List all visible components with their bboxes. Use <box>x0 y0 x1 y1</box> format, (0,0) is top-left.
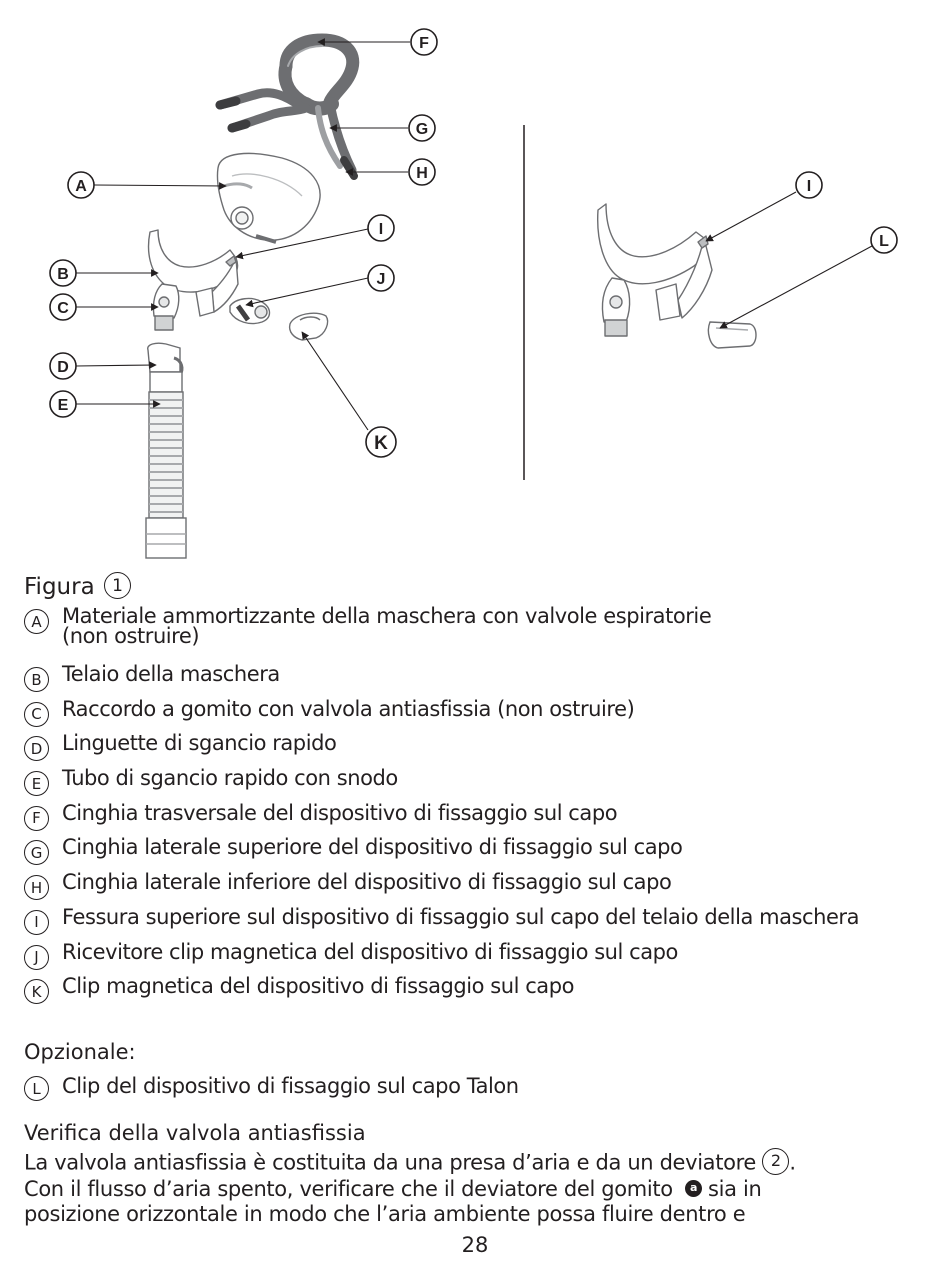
callout-circles <box>49 28 898 458</box>
legend-letter: E <box>24 771 49 797</box>
legend-text: Linguette di sgancio rapido <box>62 731 337 756</box>
callout-e-circle <box>49 390 77 418</box>
callout-f-circle <box>410 28 438 56</box>
legend-letter: K <box>24 979 49 1005</box>
callout-j-circle <box>367 264 395 292</box>
legend-letter: J <box>24 944 49 970</box>
legend-letter: F <box>24 805 49 831</box>
tube-illustration <box>145 342 187 559</box>
callout-g: G <box>416 121 428 138</box>
paragraph-line-1-end: . <box>789 1150 796 1175</box>
legend-text: Cinghia laterale inferiore del dispositi… <box>62 870 672 895</box>
legend-letter: C <box>24 701 49 727</box>
frame-right-illustration <box>597 203 713 337</box>
callout-g-circle <box>408 114 436 142</box>
callout-leaders <box>75 38 873 431</box>
legend-text: Materiale ammortizzante della maschera c… <box>62 604 712 628</box>
paragraph-line-2-end: sia in <box>708 1177 762 1201</box>
callout-b: B <box>57 266 69 283</box>
callout-i: I <box>379 221 383 238</box>
legend-letter: D <box>24 736 49 762</box>
talon-clip-illustration <box>707 321 757 349</box>
paragraph-line-2: Con il flusso d’aria spento, verificare … <box>24 1177 673 1201</box>
figure-number-badge: 1 <box>104 572 131 599</box>
legend-text: Raccordo a gomito con valvola antiasfiss… <box>62 696 635 721</box>
legend-letter: I <box>24 909 49 935</box>
legend-text: Telaio della maschera <box>62 662 280 686</box>
callout-h-circle <box>408 158 436 186</box>
callout-i-right-circle <box>795 171 823 199</box>
callout-l: L <box>879 233 889 250</box>
callout-j: J <box>377 271 386 288</box>
legend-text: Tubo di sgancio rapido con snodo <box>62 766 398 791</box>
legend-text: Clip del dispositivo di fissaggio sul ca… <box>62 1074 519 1098</box>
section-heading: Verifica della valvola antiasfissia <box>24 1121 366 1145</box>
callout-d-circle <box>49 352 77 380</box>
elbow-marker-badge: a <box>685 1179 703 1197</box>
legend-letter: B <box>24 667 49 692</box>
legend-text: Cinghia trasversale del dispositivo di f… <box>62 800 618 825</box>
legend-letter: H <box>24 875 49 901</box>
callout-i-right: I <box>807 178 811 195</box>
legend-text: Ricevitore clip magnetica del dispositiv… <box>62 939 678 964</box>
callout-i-circle <box>367 214 395 242</box>
figure-caption-label: Figura <box>24 574 95 600</box>
callout-k: K <box>374 433 388 454</box>
legend-letter: A <box>24 609 49 634</box>
legend-text-continued: (non ostruire) <box>62 624 200 648</box>
legend-letter: L <box>24 1076 49 1101</box>
magnet-clip-illustration <box>288 312 329 341</box>
figure-caption: Figura 1 <box>24 572 131 602</box>
callout-a: A <box>75 178 87 195</box>
callout-c: C <box>57 300 69 317</box>
section-paragraph: La valvola antiasfissia è costituita da … <box>24 1148 929 1226</box>
callout-b-circle <box>49 259 77 287</box>
paragraph-line-3: posizione orizzontale in modo che l’aria… <box>24 1201 746 1226</box>
legend-letter: G <box>24 840 49 866</box>
frame-illustration <box>147 229 239 331</box>
callout-k-circle <box>365 426 397 458</box>
callout-d: D <box>57 359 69 376</box>
figure-ref-badge: 2 <box>762 1148 790 1175</box>
callout-c-circle <box>49 293 77 321</box>
optional-heading: Opzionale: <box>24 1040 136 1064</box>
paragraph-line-1: La valvola antiasfissia è costituita da … <box>24 1150 756 1175</box>
callout-l-circle <box>870 226 898 254</box>
legend-text: Clip magnetica del dispositivo di fissag… <box>62 974 575 999</box>
callout-h: H <box>416 165 428 182</box>
figure-illustration: F G H A I B J C D E K I L <box>49 28 898 559</box>
headgear-illustration <box>215 33 360 180</box>
callout-e: E <box>58 397 69 414</box>
cushion-illustration <box>216 152 321 244</box>
legend-text: Cinghia laterale superiore del dispositi… <box>62 835 683 860</box>
callout-f: F <box>419 35 429 52</box>
legend-text: Fessura superiore sul dispositivo di fis… <box>62 904 860 929</box>
magnet-receiver-illustration <box>229 297 271 325</box>
callout-a-circle <box>67 171 95 199</box>
page-number: 28 <box>461 1233 489 1257</box>
